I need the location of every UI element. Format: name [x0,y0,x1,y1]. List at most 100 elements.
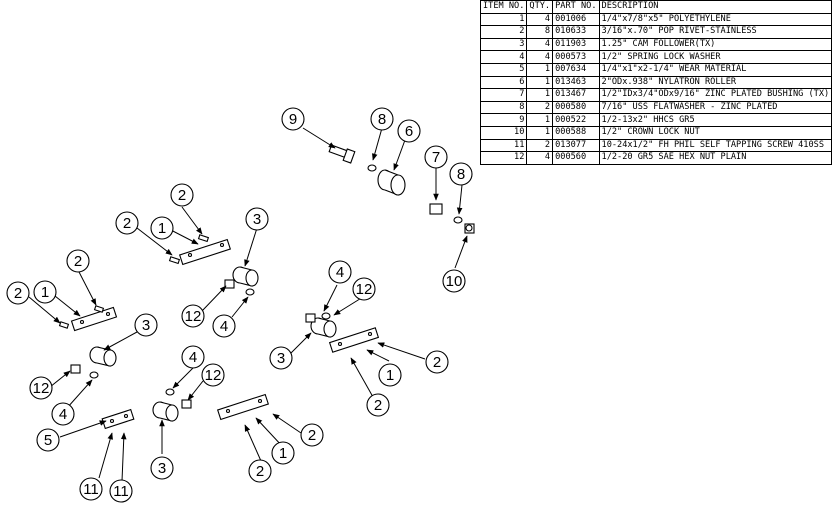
balloon-circle [150,216,174,240]
bom-item-no: 4 [479,50,528,64]
washer-part [367,164,377,172]
bom-part-no: 013463 [552,75,600,90]
bom-description: 10-24x1/2" FH PHIL SELF TAPPING SCREW 41… [598,138,832,153]
balloon-circle [425,350,449,374]
balloon-label: 1 [279,445,287,462]
item-balloon: 7 [424,145,448,169]
bom-qty: 2 [526,138,554,153]
balloon-label: 10 [446,273,463,290]
balloon-label: 2 [123,215,131,232]
bom-description: 3/16"x.70" POP RIVET-STAINLESS [598,25,832,39]
item-balloon: 3 [150,456,174,480]
item-balloon: 3 [134,313,158,337]
balloon-circle [79,477,103,501]
bom-item-no: 12 [479,151,528,165]
balloon-circle [181,345,205,369]
balloon-circle [370,107,394,131]
rivet-part [168,234,210,265]
item-balloon: 8 [449,162,473,186]
bom-part-no: 013077 [552,138,600,153]
item-balloon: 2 [425,350,449,374]
balloon-label: 2 [178,187,186,204]
bom-part-no: 000580 [552,100,600,115]
balloon-label: 12 [356,281,373,298]
item-balloon: 12 [201,363,225,387]
balloon-circle [6,281,30,305]
washer-part [453,216,463,224]
bom-part-no: 000560 [552,151,600,165]
balloon-circle [424,145,448,169]
bom-part-no: 013467 [552,88,600,102]
balloon-label: 4 [59,406,67,423]
item-balloon: 2 [66,249,90,273]
bolt-part [328,144,356,164]
balloon-label: 4 [189,349,197,366]
balloon-circle [271,441,295,465]
lock-washer-part [165,388,175,396]
rivet-part [58,305,105,329]
bushing-part [429,203,443,215]
balloon-label: 8 [378,111,386,128]
item-balloon: 2 [300,423,324,447]
bom-item-no: 10 [479,125,528,140]
balloon-label: 12 [205,367,222,384]
hex-nut-part [70,364,81,374]
item-balloon: 4 [212,314,236,338]
item-balloon: 11 [79,477,103,501]
bom-part-no: 001006 [552,12,600,27]
hex-nut-part [181,399,192,409]
balloon-circle [248,459,272,483]
bom-header-row: ITEM NO. QTY. PART NO. DESCRIPTION [479,0,832,14]
item-balloon: 6 [397,119,421,143]
cam-follower-part [232,266,259,287]
bom-item-no: 9 [479,113,528,127]
balloon-label: 2 [433,354,441,371]
bom-description: 1/2" CROWN LOCK NUT [598,125,832,140]
bom-part-no: 011903 [552,37,600,52]
balloon-label: 2 [308,427,316,444]
balloon-circle [269,346,293,370]
bom-header-part: PART NO. [552,0,600,14]
bom-part-no: 010633 [552,25,600,39]
balloon-circle [281,107,305,131]
bom-item-no: 5 [479,62,528,77]
balloon-label: 7 [432,149,440,166]
balloon-circle [109,479,133,503]
item-balloon: 1 [271,441,295,465]
cam-follower-part [89,346,117,367]
bom-description: 1/2"IDx3/4"ODx9/16" ZINC PLATED BUSHING … [598,88,832,102]
balloon-circle [300,423,324,447]
bom-description: 1/2-20 GR5 SAE HEX NUT PLAIN [598,151,832,165]
bom-header-item: ITEM NO. [479,0,528,14]
item-balloon: 4 [181,345,205,369]
cam-follower-part [152,401,179,422]
item-balloon: 1 [150,216,174,240]
roller-part [377,169,406,196]
balloon-circle [378,363,402,387]
balloon-label: 3 [142,317,150,334]
bom-description: 7/16" USS FLATWASHER - ZINC PLATED [598,100,832,115]
bom-part-no: 000588 [552,125,600,140]
balloon-circle [134,313,158,337]
lock-washer-part [89,371,99,379]
balloon-label: 4 [336,264,344,281]
item-balloon: 11 [109,479,133,503]
balloon-label: 2 [14,285,22,302]
balloon-circle [150,456,174,480]
item-balloon: 12 [29,376,53,400]
balloon-label: 2 [74,253,82,270]
bom-qty: 4 [526,37,554,52]
balloon-label: 11 [83,481,99,498]
balloon-label: 5 [44,432,52,449]
bom-part-no: 000573 [552,50,600,64]
lock-washer-part [321,312,331,320]
balloon-label: 4 [220,318,228,335]
balloon-circle [328,260,352,284]
bom-item-no: 6 [479,75,528,90]
balloon-label: 12 [33,380,50,397]
